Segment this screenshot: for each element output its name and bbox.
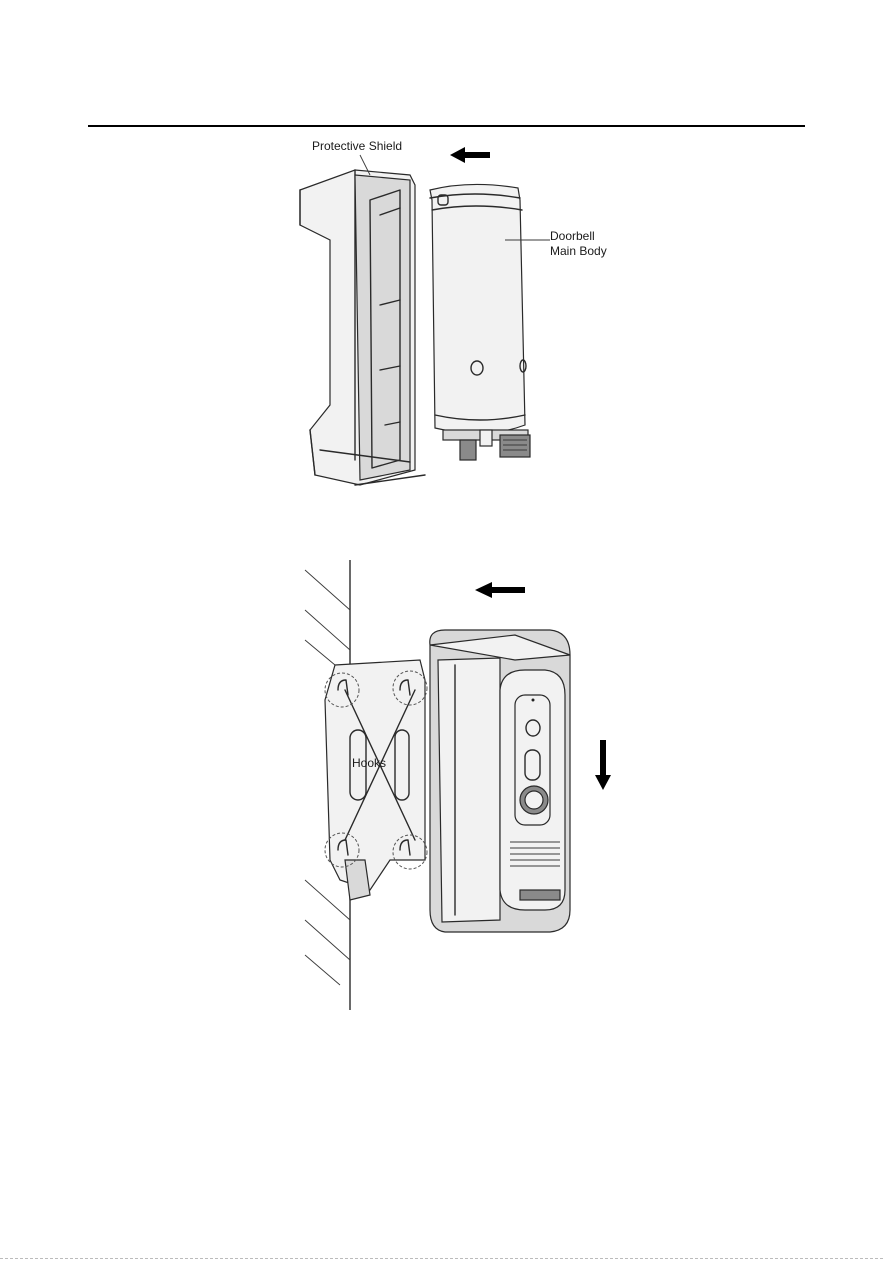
protective-shield-illustration: [300, 170, 425, 485]
label-doorbell-line1: Doorbell: [550, 229, 595, 243]
label-protective-shield: Protective Shield: [312, 139, 402, 153]
figure-shield-assembly: Protective Shield Doorbell Main Body: [260, 130, 630, 495]
doorbell-main-body-illustration: [430, 184, 530, 460]
shield-assembly-drawing: Protective Shield Doorbell Main Body: [260, 130, 630, 495]
hook-mounting-drawing: Hooks: [270, 560, 630, 1010]
label-hooks: Hooks: [352, 756, 386, 770]
arrow-left-icon: [475, 582, 525, 598]
label-doorbell-line2: Main Body: [550, 244, 607, 258]
doorbell-front-illustration: [430, 630, 570, 932]
header-rule: [88, 125, 805, 127]
mounting-plate-illustration: [325, 660, 427, 900]
figure-hook-mounting: Hooks: [270, 560, 630, 1010]
page-bottom-rule: [0, 1258, 883, 1259]
arrow-down-icon: [595, 740, 611, 790]
arrow-left-icon: [450, 147, 490, 163]
